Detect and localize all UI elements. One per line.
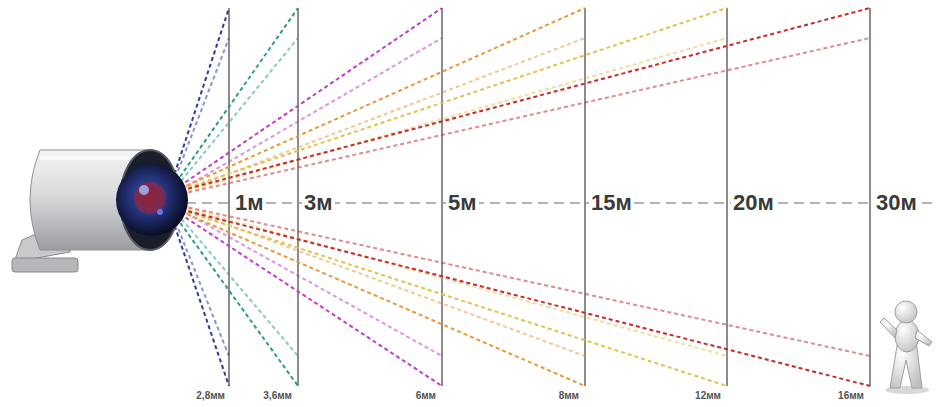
view-plane xyxy=(869,8,871,386)
view-ray xyxy=(168,206,870,386)
view-ray xyxy=(168,203,727,356)
distance-label: 5м xyxy=(446,191,479,215)
view-plane xyxy=(726,8,728,386)
distance-label: 20м xyxy=(731,191,776,215)
focal-length-label: 8мм xyxy=(558,391,580,401)
view-plane xyxy=(297,8,299,386)
focal-length-label: 2,8мм xyxy=(195,391,226,401)
view-plane xyxy=(228,8,230,386)
distance-label: 3м xyxy=(302,191,335,215)
distance-label: 30м xyxy=(874,191,919,215)
focal-length-label: 6мм xyxy=(415,391,437,401)
view-ray xyxy=(168,8,229,194)
person-figure xyxy=(880,301,932,394)
view-plane xyxy=(584,8,586,386)
axis-line xyxy=(170,202,935,204)
focal-length-label: 16мм xyxy=(837,391,865,401)
distance-label: 15м xyxy=(589,191,634,215)
view-ray xyxy=(168,38,298,197)
view-ray xyxy=(168,203,870,356)
view-ray xyxy=(168,38,870,197)
view-ray xyxy=(168,8,727,194)
view-plane xyxy=(441,8,443,386)
view-ray xyxy=(168,203,298,356)
view-ray xyxy=(168,206,727,386)
view-ray xyxy=(168,203,442,356)
view-ray xyxy=(168,8,870,194)
focal-length-label: 12мм xyxy=(694,391,722,401)
distance-label: 1м xyxy=(233,191,266,215)
camera xyxy=(12,150,188,272)
focal-length-label: 3,6мм xyxy=(262,391,293,401)
view-ray xyxy=(168,38,727,197)
